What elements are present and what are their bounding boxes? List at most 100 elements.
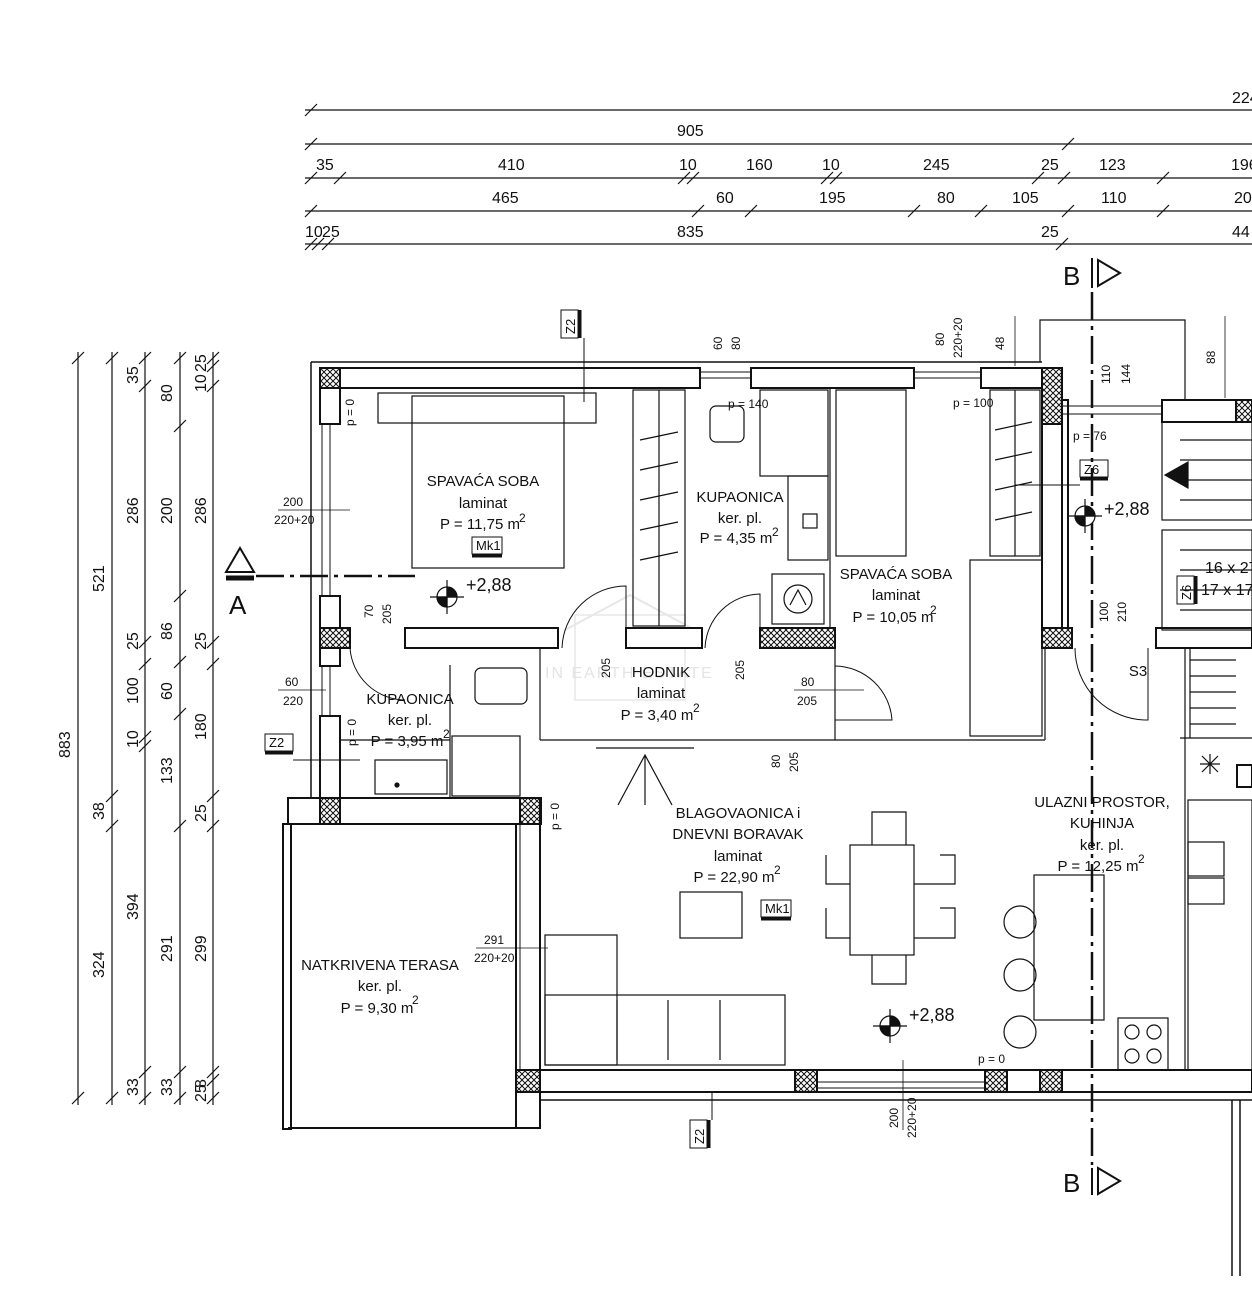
room-sup-living: 2 [774, 863, 781, 877]
room-sup-bathroom-1: 2 [772, 525, 779, 539]
sill-p0d: p = 0 [978, 1052, 1005, 1066]
room-floor-hallway: laminat [637, 685, 686, 702]
opening-w4b: 220+20 [905, 1097, 919, 1138]
opening-t88: 88 [1204, 350, 1218, 364]
section-a-label: A [229, 590, 247, 620]
dim-133v: 133 [159, 757, 176, 784]
opening-d205b: 205 [599, 658, 613, 678]
dim-100v: 100 [125, 677, 142, 704]
tag-s3: S3 [1129, 663, 1147, 680]
dim-105: 105 [1012, 190, 1039, 207]
room-name-hallway: HODNIK [632, 664, 690, 681]
dim-total-top: 224 [1232, 90, 1252, 107]
tag-mk1-bedroom: Mk1 [476, 538, 501, 553]
room-floor-bathroom-2: ker. pl. [388, 712, 432, 729]
dim-33a: 33 [125, 1078, 142, 1096]
room-area-living: P = 22,90 m [693, 869, 774, 886]
opening-w1: 200 [283, 495, 303, 509]
level-bedroom-1: +2,88 [466, 575, 512, 595]
section-labels: A B B [229, 261, 1080, 1198]
dim-25v1: 25 [125, 632, 142, 650]
partitions [340, 319, 1252, 1070]
dim-25a: 25 [1041, 157, 1059, 174]
opening-d80b: 80 [769, 754, 783, 768]
room-name2-living: DNEVNI BORAVAK [672, 826, 803, 843]
opening-w4: 200 [887, 1108, 901, 1128]
dim-10b: 10 [822, 157, 840, 174]
room-area-terrace: P = 9,30 m [341, 1000, 414, 1017]
opening-top60: 60 [711, 336, 725, 350]
top-dimensions [304, 103, 1252, 251]
dim-25v3: 25 [193, 632, 210, 650]
level-living: +2,88 [909, 1005, 955, 1025]
section-b-top-label: B [1063, 261, 1080, 291]
room-area-bathroom-1: P = 4,35 m [700, 530, 773, 547]
opening-d205: 205 [380, 604, 394, 624]
doors [349, 585, 1149, 721]
sill-p0a: p = 0 [343, 399, 357, 426]
opening-d205c: 205 [733, 660, 747, 680]
dim-835: 835 [677, 224, 704, 241]
dim-44: 44 [1232, 224, 1250, 241]
opening-w3b: 220+20 [474, 951, 515, 965]
sill-p140: p = 140 [728, 397, 769, 411]
room-name-entry: ULAZNI PROSTOR, [1034, 794, 1170, 811]
dim-80v: 80 [159, 384, 176, 402]
dim-10a: 10 [679, 157, 697, 174]
dim-10c: 10 [305, 224, 323, 241]
opening-t48: 48 [993, 336, 1007, 350]
dim-324: 324 [91, 951, 108, 978]
stair-size-2: 17 x 17, [1201, 582, 1252, 599]
dim-25v2: 25 [193, 354, 210, 372]
tag-mk1-living: Mk1 [765, 901, 790, 916]
opening-w2: 60 [285, 675, 299, 689]
dim-60: 60 [716, 190, 734, 207]
level-hall: +2,88 [1104, 499, 1150, 519]
opening-w1b: 220+20 [274, 513, 315, 527]
dim-196: 196 [1231, 157, 1252, 174]
opening-top80b: 80 [933, 332, 947, 346]
dim-195: 195 [819, 190, 846, 207]
opening-d80: 80 [801, 675, 815, 689]
opening-labels: 200 220+20 60 220 291 220+20 200 220+20 … [274, 316, 1226, 1138]
room-sup-hallway: 2 [693, 701, 700, 715]
dim-35: 35 [316, 157, 334, 174]
dim-410: 410 [498, 157, 525, 174]
dim-25c: 25 [1041, 224, 1059, 241]
dim-8v: 8 [193, 1079, 210, 1088]
opening-top80: 80 [729, 336, 743, 350]
room-area-hallway: P = 3,40 m [621, 707, 694, 724]
dim-123: 123 [1099, 157, 1126, 174]
room-name-bedroom-1: SPAVAĆA SOBA [427, 473, 540, 490]
opening-t110: 110 [1099, 365, 1113, 384]
opening-w3: 291 [484, 933, 504, 947]
sill-p0b: p = 0 [345, 719, 359, 746]
dim-200v: 200 [159, 497, 176, 524]
dim-86v: 86 [159, 622, 176, 640]
room-name-bathroom-1: KUPAONICA [696, 489, 783, 506]
section-lines [224, 258, 1122, 1196]
dim-33b: 33 [159, 1078, 176, 1096]
watermark: IN EARTH ESTATE [545, 593, 714, 701]
watermark-text: IN EARTH ESTATE [545, 665, 714, 682]
opening-d210: 210 [1115, 602, 1129, 622]
room-floor-living: laminat [714, 848, 763, 865]
opening-top220: 220+20 [951, 317, 965, 358]
top-dimension-labels: 224 905 35 410 10 160 10 245 25 123 196 … [305, 90, 1252, 241]
room-sup-bedroom-1: 2 [519, 511, 526, 525]
dim-160: 160 [746, 157, 773, 174]
dim-245: 245 [923, 157, 950, 174]
room-name-living: BLAGOVAONICA i [676, 805, 801, 822]
dim-60v: 60 [159, 682, 176, 700]
dim-883: 883 [57, 731, 74, 758]
left-dimension-labels: 883 521 38 324 35 286 25 100 10 394 33 8… [57, 354, 210, 1102]
dim-286a: 286 [125, 497, 142, 524]
room-area-bedroom-1: P = 11,75 m [440, 516, 520, 533]
tag-z2-top: Z2 [563, 319, 578, 334]
room-floor-terrace: ker. pl. [358, 978, 402, 995]
room-area-bathroom-2: P = 3,95 m [371, 733, 444, 750]
sill-p100: p = 100 [953, 396, 994, 410]
opening-d205e: 205 [787, 752, 801, 772]
tag-boxes [264, 309, 1198, 1149]
